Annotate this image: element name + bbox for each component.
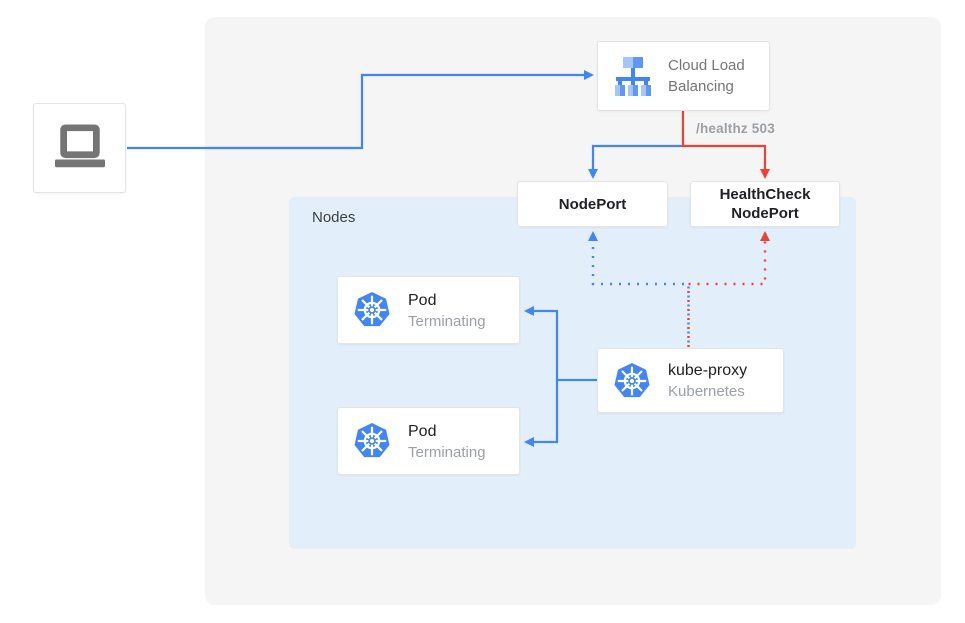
kube-proxy-title: kube-proxy bbox=[668, 362, 748, 379]
laptop-icon bbox=[54, 124, 105, 168]
cloud-load-balancing-box: Cloud Load Balancing bbox=[597, 41, 770, 111]
pod-2-status: Terminating bbox=[408, 443, 486, 461]
kube-proxy-box: kube-proxy Kubernetes bbox=[597, 348, 784, 413]
healthz-503-label: /healthz 503 bbox=[696, 121, 775, 136]
load-balancer-icon bbox=[615, 57, 651, 96]
kubernetes-icon bbox=[614, 362, 650, 397]
nodeport-label: NodePort bbox=[558, 195, 627, 213]
kubernetes-icon bbox=[354, 292, 390, 327]
healthcheck-nodeport-label: HealthCheck NodePort bbox=[719, 186, 811, 222]
pod-1-title: Pod bbox=[408, 291, 437, 309]
kube-proxy-subtitle: Kubernetes bbox=[668, 383, 745, 400]
pod-1-status: Terminating bbox=[408, 312, 486, 330]
nodeport-box: NodePort bbox=[517, 181, 668, 227]
pod-2-title: Pod bbox=[408, 422, 437, 440]
pod-1-box: Pod Terminating bbox=[337, 276, 520, 344]
nodes-container-label: Nodes bbox=[312, 209, 356, 226]
healthcheck-nodeport-box: HealthCheck NodePort bbox=[690, 181, 840, 227]
client-box bbox=[33, 103, 126, 193]
kubernetes-icon bbox=[354, 423, 390, 458]
pod-2-box: Pod Terminating bbox=[337, 407, 520, 475]
cloud-load-balancing-label: Cloud Load Balancing bbox=[668, 57, 745, 95]
